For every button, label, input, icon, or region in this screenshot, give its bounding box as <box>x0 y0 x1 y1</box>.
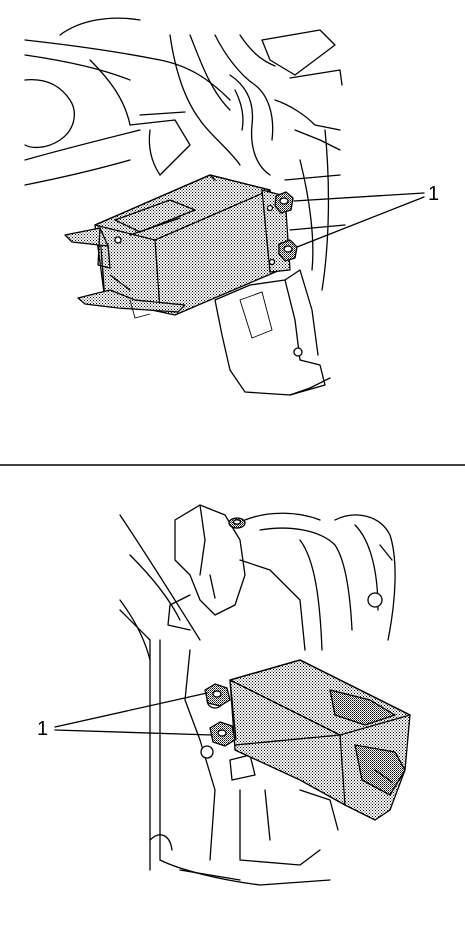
top-nut-lower <box>278 239 298 262</box>
bottom-nut-lower <box>209 721 236 747</box>
top-nut-upper <box>274 191 294 214</box>
top-lower-support <box>214 269 331 396</box>
top-vehicle-structure <box>24 17 346 291</box>
top-module-box <box>64 174 291 319</box>
bottom-module-box <box>229 659 411 821</box>
bottom-callout-leaders <box>54 692 213 736</box>
callout-label-bottom: 1 <box>37 718 49 740</box>
top-panel <box>24 17 425 396</box>
top-callout-leaders <box>293 192 425 248</box>
bottom-nut-upper <box>204 683 231 707</box>
callout-label-top: 1 <box>428 183 440 205</box>
bottom-panel <box>54 504 411 886</box>
bottom-top-bolt <box>228 517 246 529</box>
